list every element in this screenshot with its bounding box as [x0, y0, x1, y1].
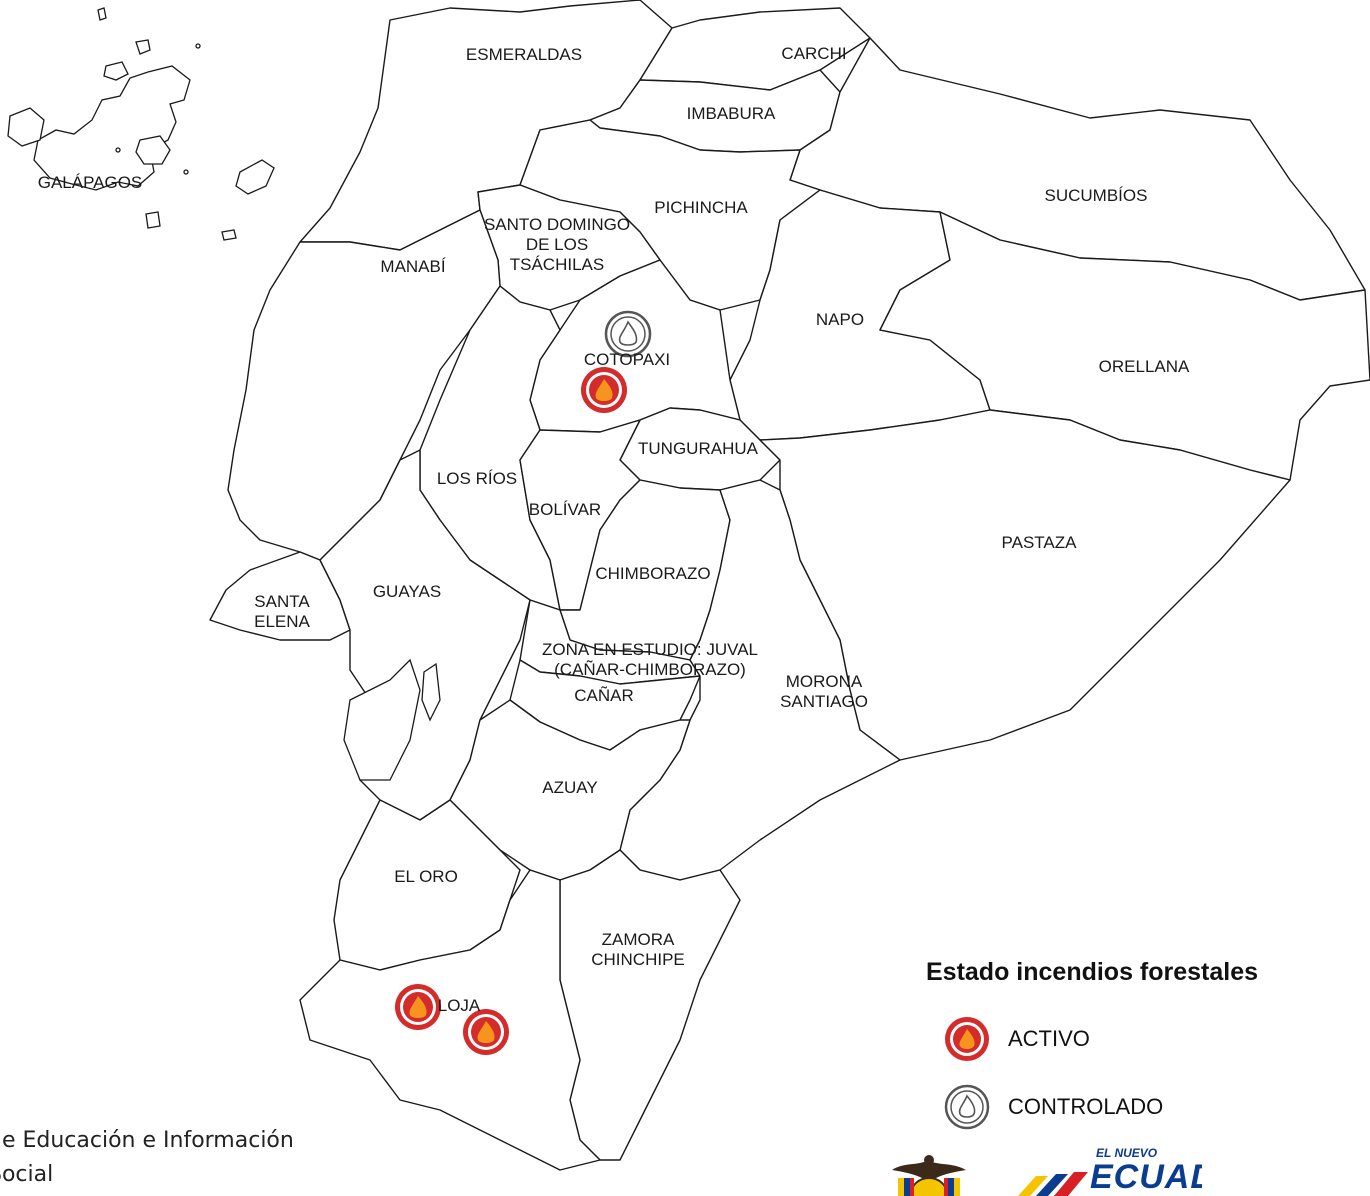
active-fire-icon: [945, 1017, 989, 1061]
label-santa-elena: SANTA ELENA: [254, 592, 310, 631]
fire-marker-loja-activo-2[interactable]: [463, 1009, 509, 1055]
label-pastaza: PASTAZA: [1001, 533, 1077, 552]
label-cotopaxi: COTOPAXI: [583, 350, 671, 369]
legend-item-controlado: CONTROLADO: [944, 1084, 1163, 1130]
gulf-islet: [421, 662, 441, 722]
label-los-rios: LOS RÍOS: [436, 469, 518, 488]
el-nuevo-ecuador-logo: EL NUEVO ECUADOR: [1012, 1146, 1202, 1196]
credit-line-1: de Educación e Información: [0, 1128, 294, 1153]
label-loja: LOJA: [437, 996, 481, 1015]
label-bolivar: BOLÍVAR: [528, 500, 602, 519]
label-canar: CAÑAR: [574, 686, 634, 705]
label-esmeraldas: ESMERALDAS: [465, 45, 583, 64]
label-pichincha: PICHINCHA: [654, 198, 748, 217]
legend-label-controlado: CONTROLADO: [1008, 1094, 1164, 1119]
brand-small-text: EL NUEVO: [1096, 1146, 1158, 1160]
label-orellana: ORELLANA: [1098, 357, 1190, 376]
label-chimborazo: CHIMBORAZO: [595, 564, 711, 583]
ecuador-coat-of-arms-logo: [884, 1148, 974, 1196]
fire-marker-cotopaxi-controlado[interactable]: [604, 310, 652, 358]
label-el-oro: EL ORO: [394, 867, 458, 886]
province-zamora-chinchipe[interactable]: [559, 849, 741, 1161]
puna-island: [343, 658, 421, 781]
legend-item-activo: ACTIVO: [944, 1016, 1090, 1062]
label-sucumbios: SUCUMBÍOS: [1044, 186, 1148, 205]
label-morona-santiago: MORONA SANTIAGO: [780, 672, 868, 711]
label-guayas: GUAYAS: [372, 582, 442, 601]
label-manabi: MANABÍ: [380, 257, 446, 276]
label-galapagos: GALÁPAGOS: [37, 173, 143, 192]
fire-markers: [395, 310, 652, 1055]
label-carchi: CARCHI: [781, 44, 847, 63]
province-santa-elena[interactable]: [209, 551, 351, 641]
label-napo: NAPO: [815, 310, 865, 329]
controlled-fire-icon: [944, 1084, 990, 1130]
galapagos-islands: [7, 7, 275, 241]
brand-big-text: ECUADOR: [1090, 1158, 1202, 1196]
label-zona-estudio: ZONA EN ESTUDIO: JUVAL (CAÑAR-CHIMBORAZO…: [541, 640, 759, 679]
credit-text: de Educación e Información Social: [0, 1124, 294, 1192]
label-azuay: AZUAY: [542, 778, 598, 797]
province-loja[interactable]: [299, 869, 601, 1171]
fire-marker-loja-activo-1[interactable]: [395, 984, 441, 1030]
credit-line-2: Social: [0, 1162, 54, 1187]
label-tungurahua: TUNGURAHUA: [638, 439, 758, 458]
label-imbabura: IMBABURA: [686, 104, 776, 123]
legend-label-activo: ACTIVO: [1008, 1026, 1090, 1051]
label-santo-domingo: SANTO DOMINGO DE LOS TSÁCHILAS: [483, 215, 631, 274]
label-zamora-chinchipe: ZAMORA CHINCHIPE: [591, 930, 685, 969]
fire-marker-cotopaxi-activo[interactable]: [581, 367, 627, 413]
legend-title: Estado incendios forestales: [926, 958, 1259, 986]
